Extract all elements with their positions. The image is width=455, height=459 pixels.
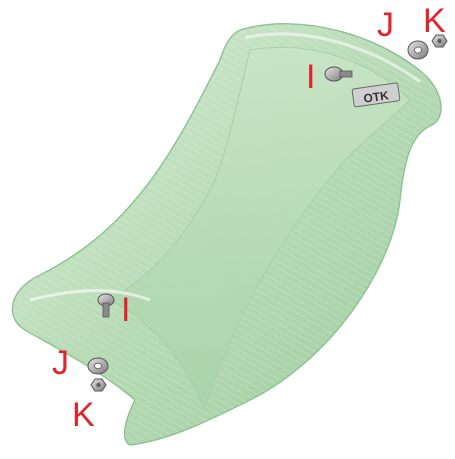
callout-bolt-bottom: I: [121, 293, 130, 327]
callout-nut-bottom: K: [72, 398, 95, 432]
callout-washer-bottom: J: [52, 346, 69, 380]
bottom-nut-icon: [91, 379, 106, 391]
callout-washer-top: J: [377, 8, 394, 42]
bottom-washer-icon: [88, 358, 108, 374]
callout-nut-top: K: [423, 4, 446, 38]
top-washer-icon: [408, 41, 428, 59]
callout-bolt-top: I: [306, 60, 315, 94]
